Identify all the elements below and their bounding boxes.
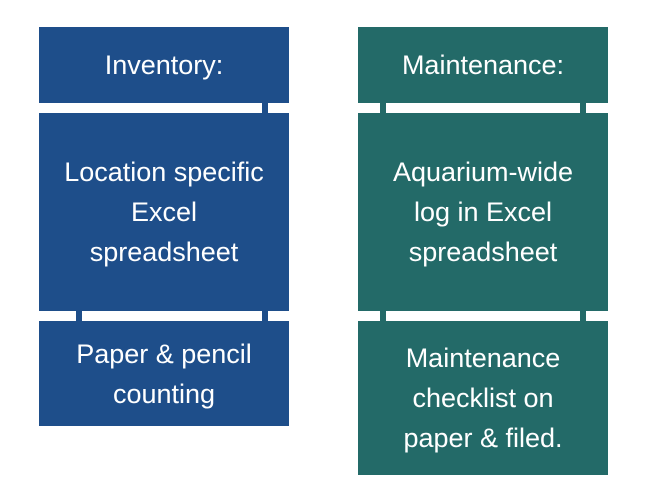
maintenance-connector-top-left bbox=[380, 103, 386, 113]
inventory-connector-bottom-left bbox=[76, 311, 82, 321]
maintenance-header-box: Maintenance: bbox=[358, 27, 608, 103]
maintenance-connector-top-right bbox=[580, 103, 586, 113]
maintenance-paper-label: Maintenance checklist on paper & filed. bbox=[403, 343, 563, 453]
maintenance-paper-box: Maintenance checklist on paper & filed. bbox=[358, 321, 608, 475]
inventory-header-box: Inventory: bbox=[39, 27, 289, 103]
maintenance-connector-bottom-left bbox=[380, 311, 386, 321]
inventory-paper-label: Paper & pencil counting bbox=[76, 338, 252, 409]
inventory-header-label: Inventory: bbox=[104, 50, 224, 80]
inventory-digital-label: Location specific Excel spreadsheet bbox=[64, 157, 264, 267]
inventory-digital-box: Location specific Excel spreadsheet bbox=[39, 113, 289, 311]
maintenance-digital-box: Aquarium-wide log in Excel spreadsheet bbox=[358, 113, 608, 311]
inventory-paper-box: Paper & pencil counting bbox=[39, 321, 289, 426]
inventory-connector-bottom-right bbox=[262, 311, 268, 321]
maintenance-header-label: Maintenance: bbox=[401, 50, 565, 80]
maintenance-digital-label: Aquarium-wide log in Excel spreadsheet bbox=[392, 157, 574, 267]
inventory-connector-top bbox=[262, 103, 268, 113]
maintenance-connector-bottom-right bbox=[580, 311, 586, 321]
